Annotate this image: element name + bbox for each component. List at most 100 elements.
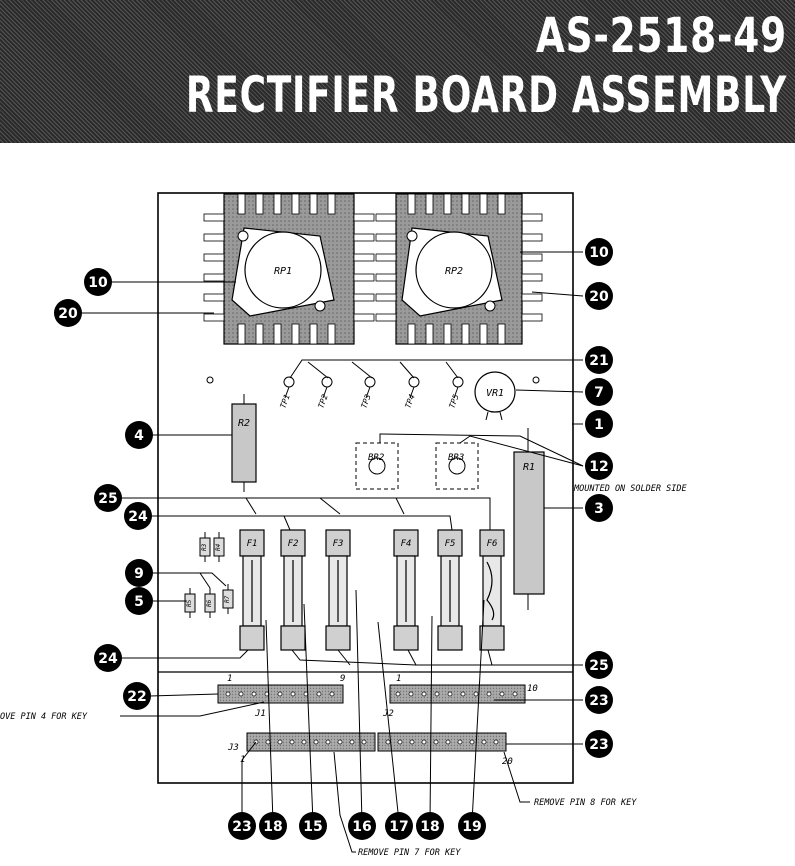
callout-number: 10 bbox=[589, 245, 609, 261]
small-res-label: R7 bbox=[224, 595, 231, 603]
heatsink-rp2: RP2 bbox=[375, 193, 543, 345]
fuse-label: F4 bbox=[401, 539, 412, 549]
small-res-label: R5 bbox=[186, 599, 193, 607]
leader-lines bbox=[82, 251, 584, 853]
fuse-holders bbox=[239, 529, 505, 651]
callout-number: 19 bbox=[462, 819, 481, 835]
callout-1: 1 bbox=[585, 410, 613, 438]
callout-5: 5 bbox=[125, 587, 153, 615]
connector-j2 bbox=[389, 684, 526, 704]
callout-number: 20 bbox=[589, 289, 609, 305]
r1-label: R1 bbox=[523, 462, 535, 473]
pin-label: 1 bbox=[227, 674, 232, 684]
callout-19: 19 bbox=[458, 812, 486, 840]
bridge-br3 bbox=[435, 442, 479, 490]
callout-number: 12 bbox=[589, 459, 608, 475]
callout-number: 23 bbox=[589, 693, 608, 709]
br-label: BR2 bbox=[368, 453, 384, 463]
callout-number: 21 bbox=[589, 353, 608, 369]
note-remove-pin8: REMOVE PIN 8 FOR KEY bbox=[534, 798, 637, 808]
small-resistors bbox=[184, 532, 234, 618]
note-mounted-solder-side: MOUNTED ON SOLDER SIDE bbox=[573, 484, 687, 494]
callout-9: 9 bbox=[125, 559, 153, 587]
note-remove-pin7: REMOVE PIN 7 FOR KEY bbox=[358, 848, 461, 858]
callout-7: 7 bbox=[585, 378, 613, 406]
test-points bbox=[283, 376, 464, 399]
callout-18: 18 bbox=[416, 812, 444, 840]
callout-10: 10 bbox=[84, 268, 112, 296]
connector-j3-right bbox=[377, 732, 507, 752]
callout-number: 23 bbox=[589, 737, 608, 753]
callout-16: 16 bbox=[348, 812, 376, 840]
callout-number: 5 bbox=[134, 594, 144, 610]
pin-label: 10 bbox=[527, 684, 538, 694]
fuse-label: F1 bbox=[247, 539, 258, 549]
pin-label: 1 bbox=[396, 674, 401, 684]
callout-number: 25 bbox=[98, 491, 117, 507]
callout-23: 23 bbox=[585, 730, 613, 758]
resistor-r2 bbox=[231, 403, 257, 483]
callout-23: 23 bbox=[228, 812, 256, 840]
callout-number: 9 bbox=[134, 566, 144, 582]
heatsink-label: RP1 bbox=[274, 266, 292, 277]
resistor-r1 bbox=[513, 451, 545, 595]
callout-25: 25 bbox=[94, 484, 122, 512]
note-remove-pin4: OVE PIN 4 FOR KEY bbox=[0, 712, 88, 722]
connector-label: J1 bbox=[254, 709, 266, 719]
callout-3: 3 bbox=[585, 494, 613, 522]
callout-12: 12 bbox=[585, 452, 613, 480]
callout-number: 10 bbox=[88, 275, 108, 291]
callout-24: 24 bbox=[94, 644, 122, 672]
connector-j3-left bbox=[246, 732, 376, 752]
callout-25: 25 bbox=[585, 651, 613, 679]
callout-number: 17 bbox=[389, 819, 408, 835]
callout-15: 15 bbox=[299, 812, 327, 840]
callout-number: 1 bbox=[594, 417, 604, 433]
callout-number: 16 bbox=[352, 819, 371, 835]
heatsink-label: RP2 bbox=[445, 266, 463, 277]
br-label: BR3 bbox=[448, 453, 464, 463]
callout-number: 23 bbox=[232, 819, 251, 835]
board-outline bbox=[157, 192, 574, 784]
varistor-vr1 bbox=[474, 371, 516, 413]
callout-number: 22 bbox=[127, 689, 146, 705]
callout-number: 15 bbox=[303, 819, 322, 835]
pin-label: 1 bbox=[240, 755, 245, 765]
small-res-label: R3 bbox=[201, 543, 208, 551]
heatsink-rp1: RP1 bbox=[203, 193, 375, 345]
bridge-br2 bbox=[355, 442, 399, 490]
varistor-label: VR1 bbox=[486, 388, 504, 399]
callout-18: 18 bbox=[259, 812, 287, 840]
small-res-label: R4 bbox=[215, 543, 222, 551]
callout-20: 20 bbox=[54, 299, 82, 327]
fuse-label: F2 bbox=[288, 539, 299, 549]
callout-20: 20 bbox=[585, 282, 613, 310]
callout-21: 21 bbox=[585, 346, 613, 374]
callout-23: 23 bbox=[585, 686, 613, 714]
callout-10: 10 bbox=[585, 238, 613, 266]
callout-number: 18 bbox=[263, 819, 282, 835]
callout-number: 24 bbox=[128, 509, 148, 525]
title-banner: AS-2518-49 RECTIFIER BOARD ASSEMBLY bbox=[0, 0, 795, 143]
pin-label: 9 bbox=[340, 674, 345, 684]
assembly-title: RECTIFIER BOARD ASSEMBLY bbox=[185, 66, 787, 124]
fuse-label: F3 bbox=[333, 539, 344, 549]
callout-22: 22 bbox=[123, 682, 151, 710]
callout-number: 24 bbox=[98, 651, 118, 667]
callout-17: 17 bbox=[385, 812, 413, 840]
connector-label: J3 bbox=[227, 743, 239, 753]
callout-number: 20 bbox=[58, 306, 78, 322]
fuse-label: F6 bbox=[487, 539, 498, 549]
callout-4: 4 bbox=[125, 421, 153, 449]
fuse-label: F5 bbox=[445, 539, 456, 549]
callout-number: 18 bbox=[420, 819, 439, 835]
callout-24: 24 bbox=[124, 502, 152, 530]
callout-number: 4 bbox=[134, 428, 144, 444]
part-number-title: AS-2518-49 bbox=[535, 8, 787, 64]
callout-number: 25 bbox=[589, 658, 608, 674]
callout-number: 3 bbox=[594, 501, 604, 517]
callout-number: 7 bbox=[594, 385, 604, 401]
